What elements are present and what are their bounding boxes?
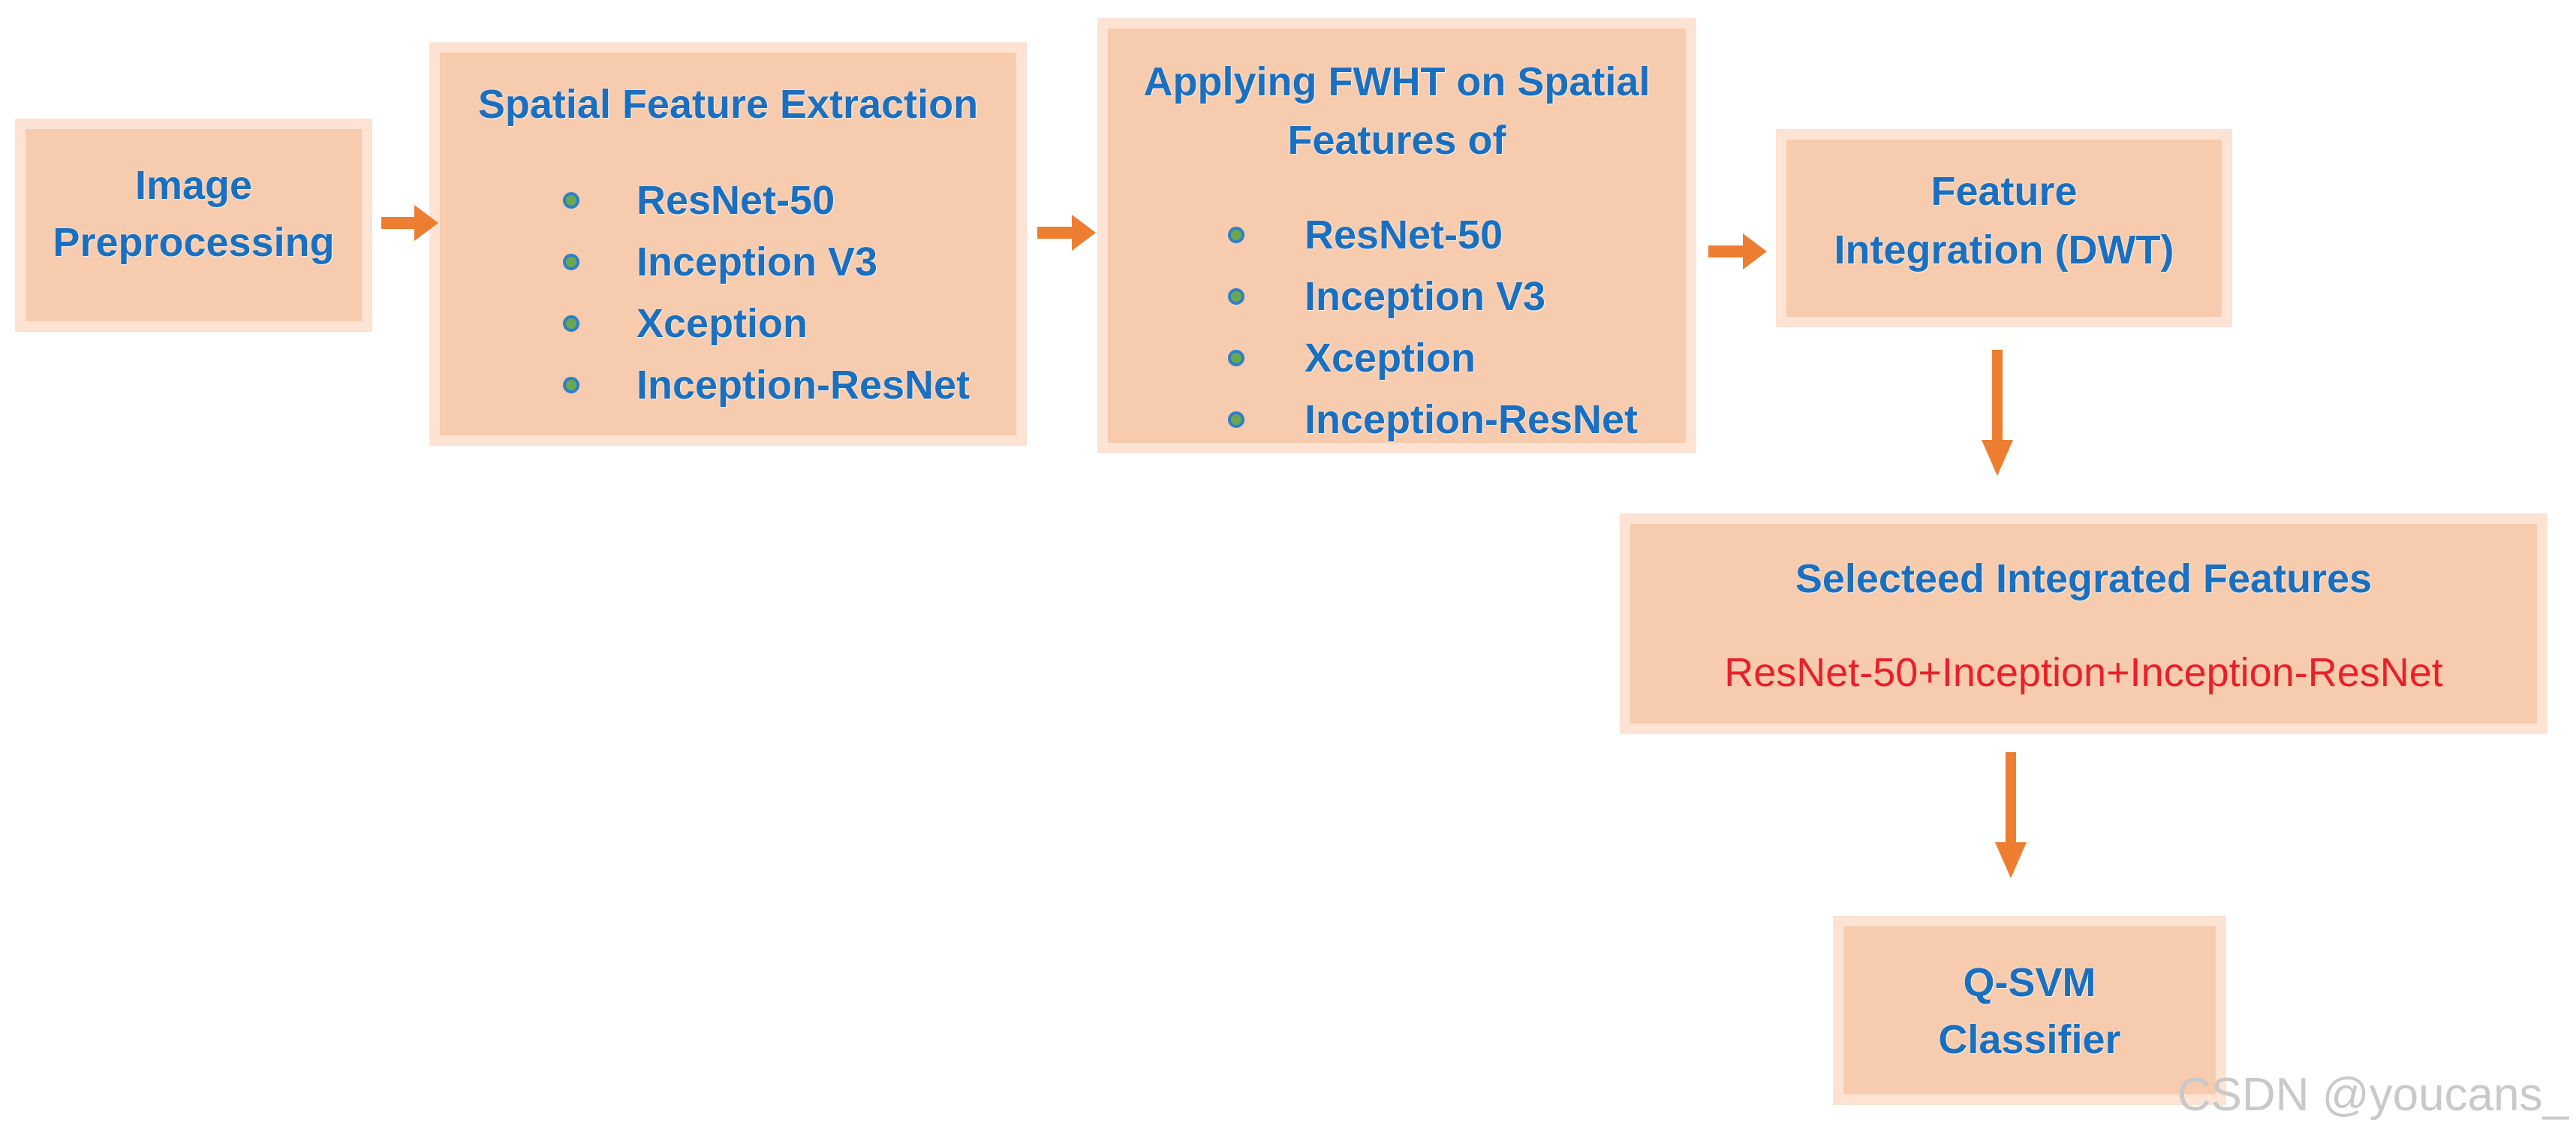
image-preprocessing-line-2: Preprocessing xyxy=(53,220,335,265)
bullet-icon xyxy=(563,315,579,332)
qsvm-classifier-box: Q-SVM Classifier xyxy=(1833,916,2226,1105)
bullet-icon xyxy=(1228,411,1244,428)
qsvm-line-2: Classifier xyxy=(1938,1017,2121,1062)
list-item: ResNet-50 xyxy=(1305,212,1503,257)
selected-features-combination: ResNet-50+Inception+Inception-ResNet xyxy=(1724,650,2443,695)
list-item: Inception-ResNet xyxy=(1305,397,1639,442)
bullet-icon xyxy=(1228,227,1244,243)
list-item: Inception V3 xyxy=(636,239,878,285)
list-item: Xception xyxy=(636,301,808,346)
qsvm-line-1: Q-SVM xyxy=(1963,960,2096,1005)
selected-features-box: Selecteed Integrated Features ResNet-50+… xyxy=(1620,513,2547,734)
fwht-box: Applying FWHT on Spatial Features of Res… xyxy=(1097,18,1696,453)
feature-integration-line-1: Feature xyxy=(1930,169,2078,214)
list-item: Inception V3 xyxy=(1305,274,1546,319)
feature-integration-box: Feature Integration (DWT) xyxy=(1776,129,2232,327)
bullet-icon xyxy=(563,192,579,209)
fwht-title-line-1: Applying FWHT on Spatial xyxy=(1143,59,1651,104)
list-item: Xception xyxy=(1305,336,1476,381)
watermark: CSDN @youcans_ xyxy=(2177,1069,2568,1121)
arrow-right-icon xyxy=(381,205,438,241)
bullet-icon xyxy=(1228,288,1244,305)
arrow-right-icon xyxy=(1708,233,1767,269)
spatial-feature-extraction-box: Spatial Feature Extraction ResNet-50 Inc… xyxy=(429,42,1027,446)
list-item: Inception-ResNet xyxy=(636,363,971,408)
bullet-icon xyxy=(563,254,579,270)
spatial-feature-extraction-title: Spatial Feature Extraction xyxy=(477,82,979,127)
bullet-icon xyxy=(1228,350,1244,366)
arrow-down-icon xyxy=(1982,350,2013,476)
image-preprocessing-box: Image Preprocessing xyxy=(15,119,372,332)
image-preprocessing-line-1: Image xyxy=(134,163,253,208)
arrow-right-icon xyxy=(1037,215,1096,251)
feature-integration-line-2: Integration (DWT) xyxy=(1834,227,2174,272)
bullet-icon xyxy=(563,377,579,393)
list-item: ResNet-50 xyxy=(636,178,835,223)
fwht-title-line-2: Features of xyxy=(1287,118,1506,163)
selected-features-title: Selecteed Integrated Features xyxy=(1795,556,2373,601)
arrow-down-icon xyxy=(1995,752,2027,878)
